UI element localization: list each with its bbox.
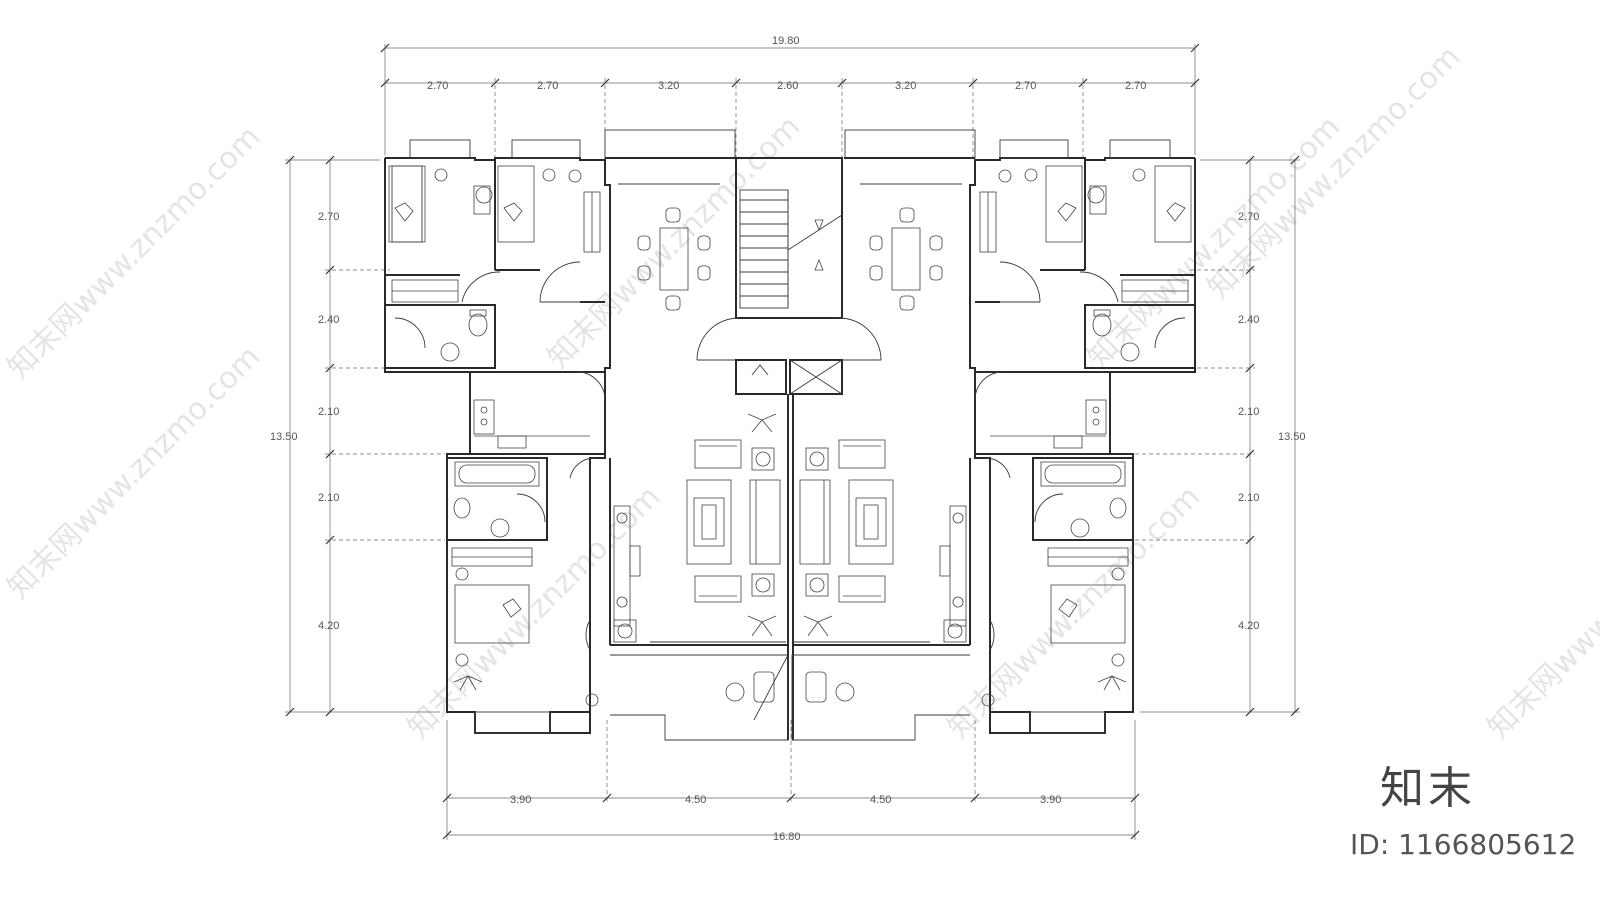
- dim-bottom-total: 16.80: [773, 831, 801, 843]
- watermark-text: 知末网www.znzmo.com: [1201, 39, 1467, 305]
- dim-top-segment: 2.70: [1015, 80, 1036, 92]
- brand-logo: 知末: [1380, 763, 1476, 814]
- dim-bottom-segment: 3.90: [1040, 794, 1061, 806]
- watermark-group: 知末网www.znzmo.com 知末网www.znzmo.com 知末网www…: [1, 39, 1600, 745]
- dim-bottom-segment: 4.50: [685, 794, 706, 806]
- dim-top-segment: 3.20: [895, 80, 916, 92]
- central-core: [604, 129, 882, 741]
- dim-top-segment: 2.70: [537, 80, 558, 92]
- dim-top-segment: 2.70: [427, 80, 448, 92]
- dim-right-total: 13.50: [1278, 431, 1306, 443]
- top-dimensions: 19.80 2.70 2.70 3.20 2.60 3.20 2.70 2.70: [380, 35, 1200, 160]
- right-dimensions: 13.50 2.70 2.40 2.10 2.10 4.20: [1135, 155, 1306, 717]
- watermark-text: 知末网www.znzmo.com: [541, 109, 807, 375]
- watermark-text: 知末网www.znzmo.com: [401, 479, 667, 745]
- dim-top-segment: 3.20: [658, 80, 679, 92]
- image-id-label: ID: 1166805612: [1350, 828, 1577, 861]
- dim-right-row: 2.70: [1238, 211, 1259, 223]
- bottom-dimensions: 3.90 4.50 4.50 3.90 16.80: [442, 720, 1140, 843]
- right-unit: [791, 129, 1196, 741]
- watermark-text: 知末网www.znzmo.com: [1, 339, 267, 605]
- left-unit: [384, 139, 611, 734]
- dim-top-total: 19.80: [772, 35, 800, 47]
- dim-top-segment: 2.60: [777, 80, 798, 92]
- dim-left-row: 2.70: [318, 211, 339, 223]
- dim-left-total: 13.50: [270, 431, 298, 443]
- dim-right-row: 4.20: [1238, 620, 1259, 632]
- dim-right-row: 2.10: [1238, 492, 1259, 504]
- dim-bottom-segment: 3.90: [510, 794, 531, 806]
- dim-top-segment: 2.70: [1125, 80, 1146, 92]
- watermark-text: 知末网www.znzmo.com: [1, 119, 267, 385]
- watermark-text: 知末网www.znzmo.com: [941, 479, 1207, 745]
- dim-right-row: 2.40: [1238, 314, 1259, 326]
- dim-bottom-segment: 4.50: [870, 794, 891, 806]
- dim-left-row: 2.10: [318, 492, 339, 504]
- dim-left-row: 2.10: [318, 406, 339, 418]
- dim-right-row: 2.10: [1238, 406, 1259, 418]
- dim-left-row: 4.20: [318, 620, 339, 632]
- dim-left-row: 2.40: [318, 314, 339, 326]
- left-dimensions: 13.50 2.70 2.40 2.10 2.10 4.20: [270, 155, 445, 717]
- watermark-text: 知末网www.znzmo.com: [1081, 109, 1347, 375]
- watermark-text: 知末网www.znzmo.com: [1481, 479, 1600, 745]
